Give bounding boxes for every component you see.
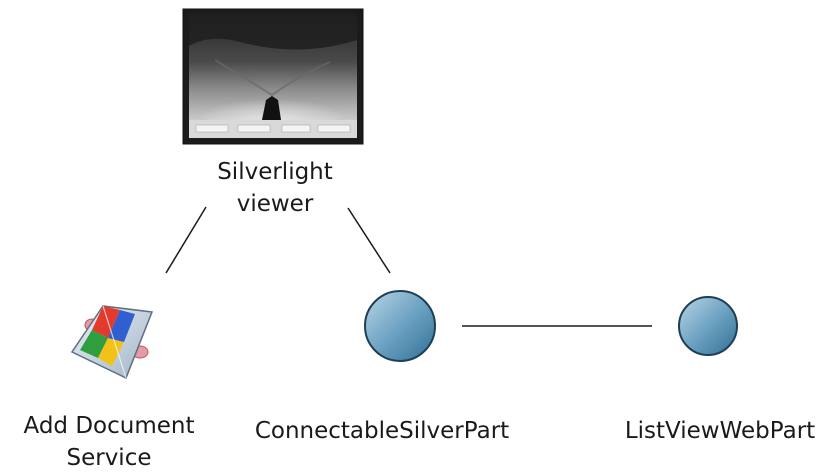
add-document-service-label-line2: Service	[66, 445, 152, 471]
list-view-web-part-label: ListViewWebPart	[624, 418, 816, 444]
add-document-service-label-line1: Add Document	[23, 413, 195, 439]
connectable-silver-part-node	[364, 290, 436, 362]
connectable-silver-part-label: ConnectableSilverPart	[254, 418, 510, 444]
silverlight-viewer-label-line2: viewer	[236, 191, 314, 217]
silverlight-viewer-label: Silverlight viewer	[185, 156, 365, 220]
add-document-service-label: Add Document Service	[0, 410, 218, 474]
list-view-web-part-node	[678, 296, 738, 356]
service-icon	[70, 305, 154, 380]
edge-viewer-to-connectable-silver-part	[347, 207, 391, 274]
edge-viewer-to-add-document-service	[165, 206, 207, 274]
silverlight-viewer-thumbnail-icon	[182, 8, 364, 145]
silverlight-viewer-label-line1: Silverlight	[217, 159, 333, 185]
